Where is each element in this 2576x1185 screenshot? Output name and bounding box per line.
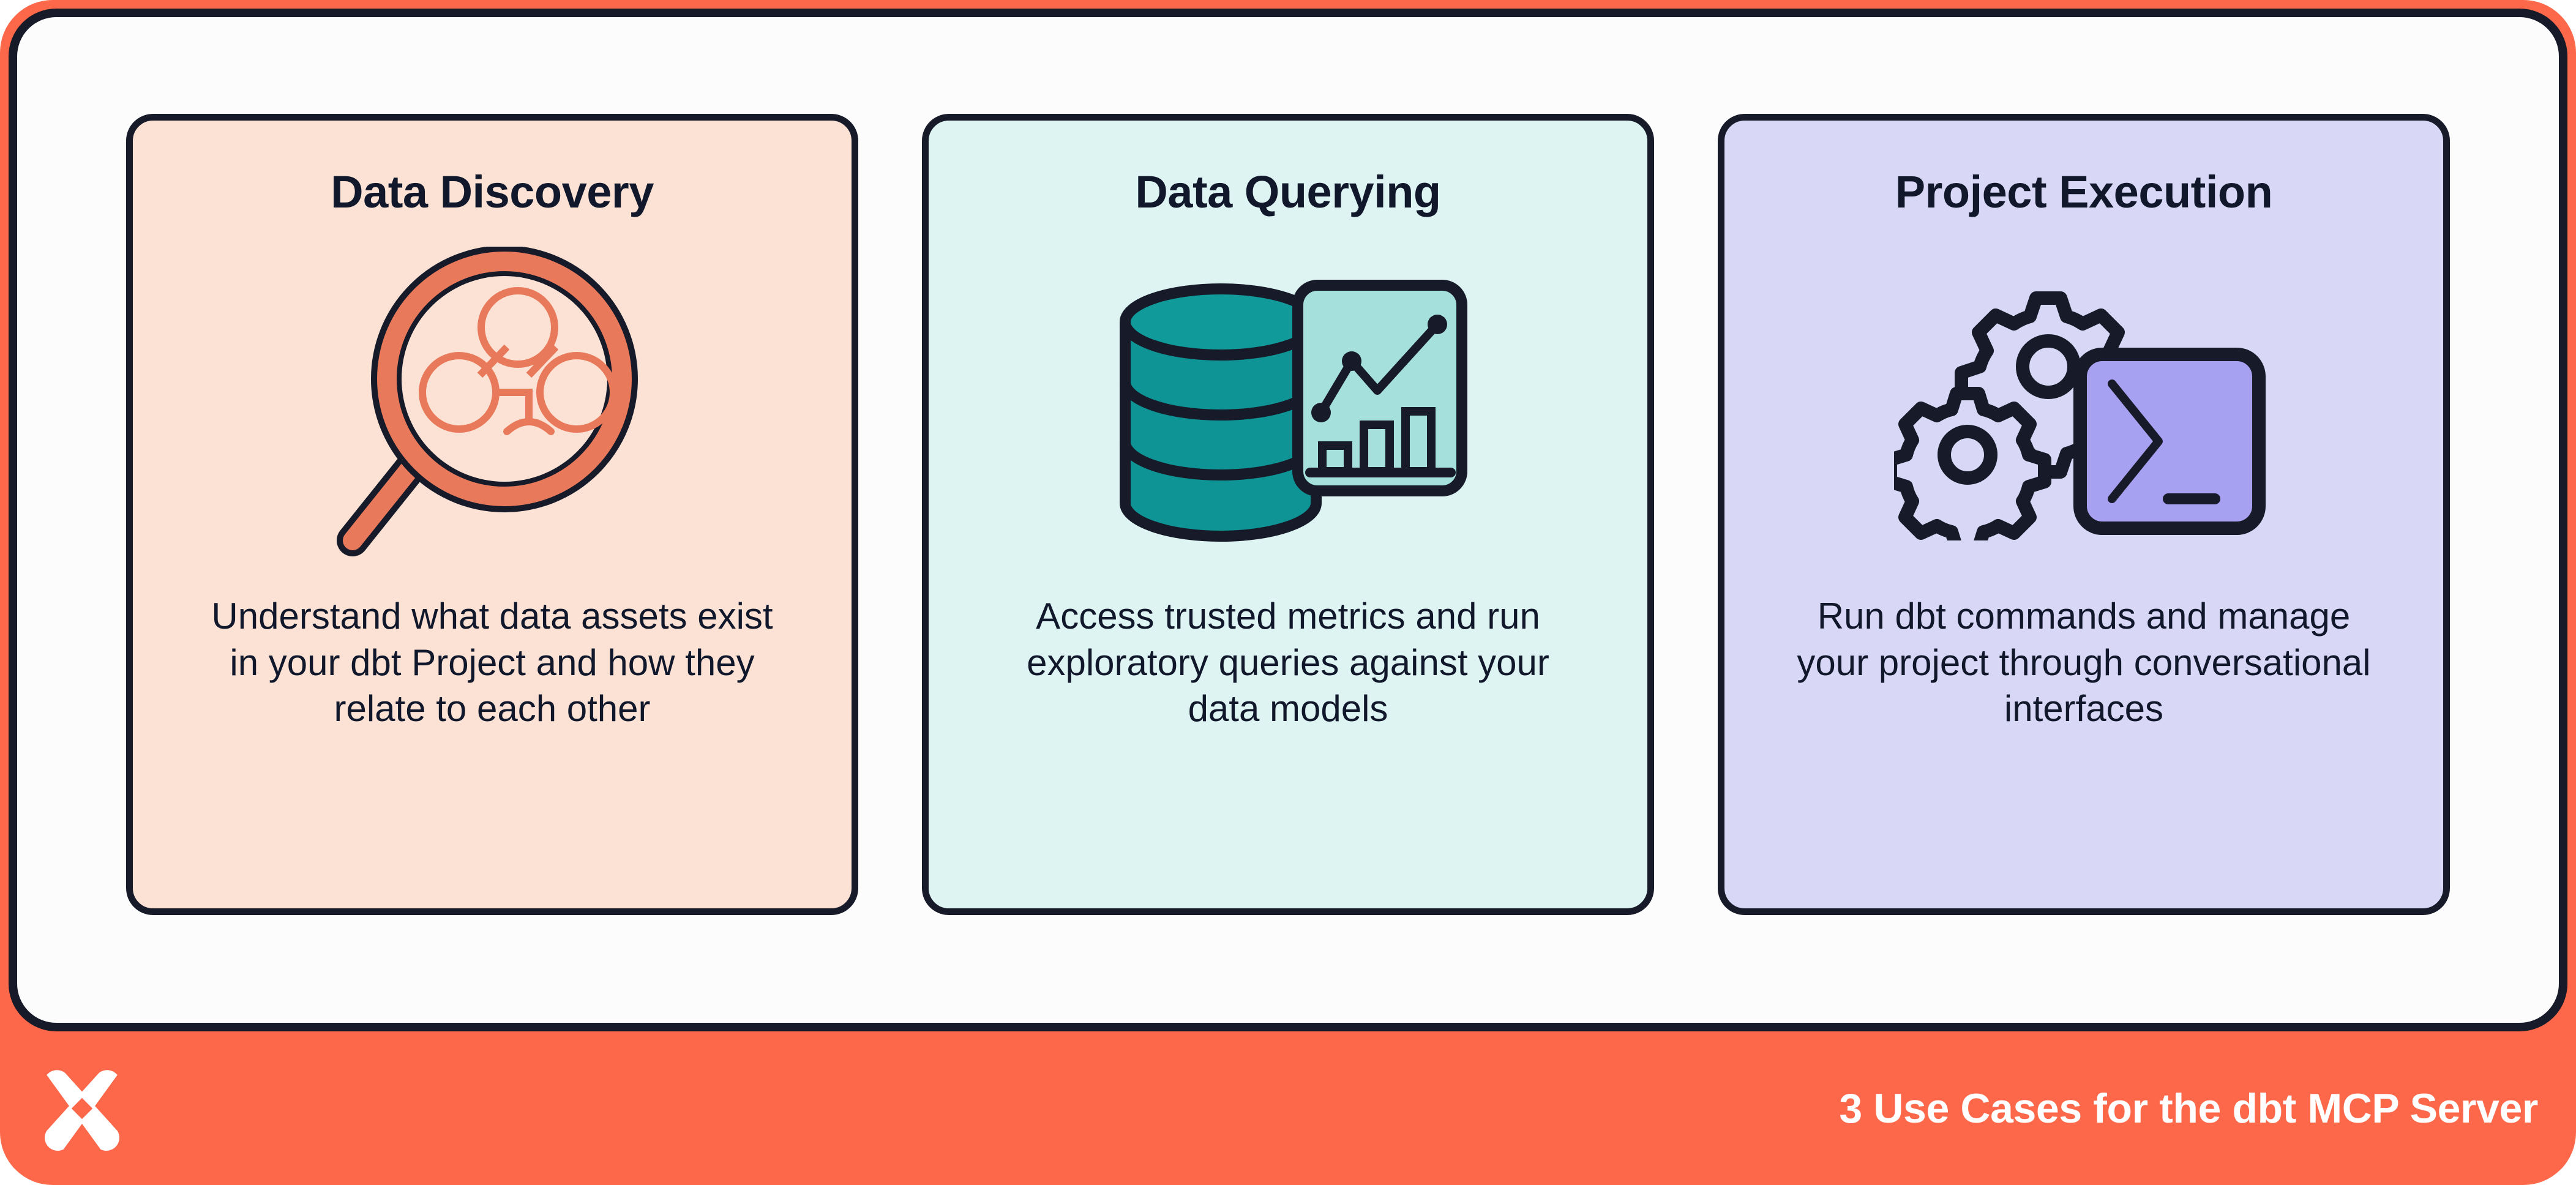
card-title: Data Querying bbox=[1135, 166, 1441, 217]
magnifier-node-graph-icon bbox=[337, 247, 638, 556]
use-case-card-data-querying[interactable]: Data Querying bbox=[922, 114, 1654, 915]
gears-terminal-icon bbox=[1894, 291, 2266, 540]
card-illustration bbox=[1894, 247, 2274, 577]
card-description: Understand what data assets exist in you… bbox=[211, 596, 773, 730]
gear-icon bbox=[1894, 387, 2051, 540]
card-description: Run dbt commands and manage your project… bbox=[1797, 596, 2371, 730]
dbt-logo bbox=[45, 1070, 119, 1151]
use-case-card-project-execution[interactable]: Project Execution bbox=[1718, 114, 2450, 915]
card-description: Access trusted metrics and run explorato… bbox=[1027, 596, 1549, 730]
card-illustration bbox=[1098, 247, 1478, 577]
database-chart-icon bbox=[1120, 280, 1467, 542]
card-title: Data Discovery bbox=[331, 166, 654, 217]
footer-title: 3 Use Cases for the dbt MCP Server bbox=[1839, 1085, 2538, 1132]
card-title: Project Execution bbox=[1895, 166, 2273, 217]
card-illustration bbox=[321, 247, 664, 577]
use-case-card-data-discovery[interactable]: Data Discovery bbox=[126, 114, 858, 915]
footer-bar: 3 Use Cases for the dbt MCP Server bbox=[0, 1032, 2576, 1185]
